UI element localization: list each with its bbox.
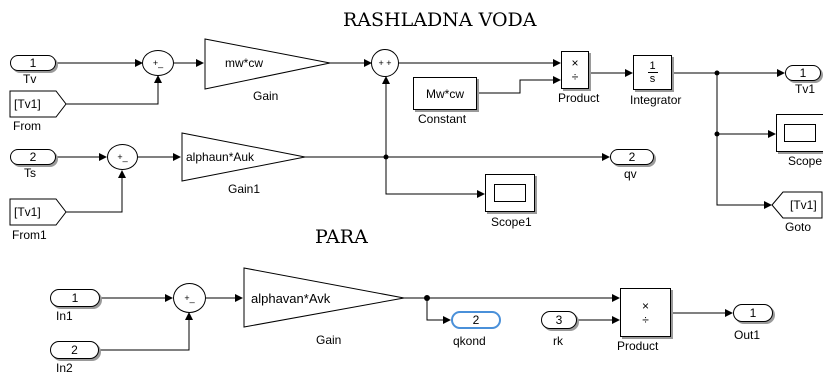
multiply-icon: × [641,298,649,313]
gain-block-label: Gain [253,89,279,103]
goto-block[interactable] [771,191,823,219]
product-block-top[interactable]: × ÷ [561,51,589,89]
section-title-water: RASHLADNA VODA [343,9,537,31]
gain1-block[interactable] [181,132,306,182]
scope1-block-label: Scope1 [491,215,532,229]
branch-points [383,70,720,301]
gain1-block-label: Gain1 [228,182,261,196]
integrator-denominator: s [649,73,656,85]
integrator-numerator: 1 [649,60,656,72]
outport-qkond-label: qkond [453,334,486,348]
gain-block-alphavan[interactable] [243,267,405,328]
outport-out1-label: Out1 [734,328,761,342]
signal-to-scope[interactable] [716,73,776,138]
branch-point [424,295,430,301]
from1-block[interactable] [9,198,67,226]
branch-point [714,70,720,76]
outport-tv1-label: Tv1 [795,82,816,96]
scope-block-label: Scope [788,154,823,168]
multiply-icon: × [571,56,579,70]
constant-block-label: Constant [418,112,467,126]
branch-point [714,131,720,137]
inport-in1[interactable]: 1 [50,289,100,307]
from-block-label: From [13,119,41,133]
goto-block-tag: [Tv1] [790,198,817,212]
integrator-fraction: 1 s [647,60,658,85]
inport-rk-label: rk [553,334,563,348]
sum1-block[interactable]: +_ [142,50,174,76]
inport-in2-label: In2 [56,361,73,375]
branch-point [383,154,389,160]
inport-ts[interactable]: 2 [10,149,56,165]
divide-icon: ÷ [642,312,649,327]
signal-lines [56,59,785,351]
from1-block-label: From1 [12,228,47,242]
outport-qv[interactable]: 2 [610,149,654,165]
signal-in2-to-sum[interactable] [99,312,193,351]
outport-out1[interactable]: 1 [733,304,773,322]
signal-from-to-sum1[interactable] [66,75,162,105]
sum-block-bottom[interactable]: +_ [173,283,206,313]
inport-ts-label: Ts [24,166,36,180]
inport-in2[interactable]: 2 [50,341,99,359]
scope-block[interactable] [776,114,823,152]
constant-block[interactable]: Mw*cw [413,77,477,110]
from-block[interactable] [9,90,67,118]
outport-qkond[interactable]: 2 [451,311,501,329]
scope-screen-icon [784,124,816,142]
sum3-block[interactable]: + + [371,49,399,77]
integrator-block[interactable]: 1 s [633,55,672,90]
outport-tv1[interactable]: 1 [785,65,821,81]
signal-constant-to-product[interactable] [477,76,561,94]
gain-block-alphavan-text: alphavan*Avk [251,291,331,306]
gain-block-mw-cw[interactable] [204,38,331,90]
sum2-block[interactable]: +_ [107,144,138,170]
goto-block-label: Goto [785,220,812,234]
signal-to-qkond[interactable] [426,298,451,324]
outport-qv-label: qv [624,167,637,181]
section-title-steam: PARA [315,226,368,248]
signal-to-scope1[interactable] [385,157,485,198]
inport-tv[interactable]: 1 [10,55,56,71]
from1-block-tag: [Tv1] [14,205,41,219]
product-block-bottom-label: Product [617,339,659,353]
from-block-tag: [Tv1] [14,97,41,111]
fraction-bar [647,72,658,73]
signal-from1-to-sum2[interactable] [66,170,126,213]
scope-screen-icon [494,184,526,202]
integrator-block-label: Integrator [630,93,682,107]
product-block-bottom[interactable]: × ÷ [620,288,671,337]
inport-in1-label: In1 [56,309,73,323]
signal-to-goto[interactable] [716,134,772,209]
gain-block-text: mw*cw [225,56,263,70]
inport-rk[interactable]: 3 [541,311,577,329]
scope1-block[interactable] [485,174,535,212]
inport-tv-label: Tv [23,72,37,86]
gain1-block-text: alphaun*Auk [186,150,255,164]
product-block-top-label: Product [558,91,600,105]
gain-block-alphavan-label: Gain [316,333,342,347]
divide-icon: ÷ [571,70,579,84]
